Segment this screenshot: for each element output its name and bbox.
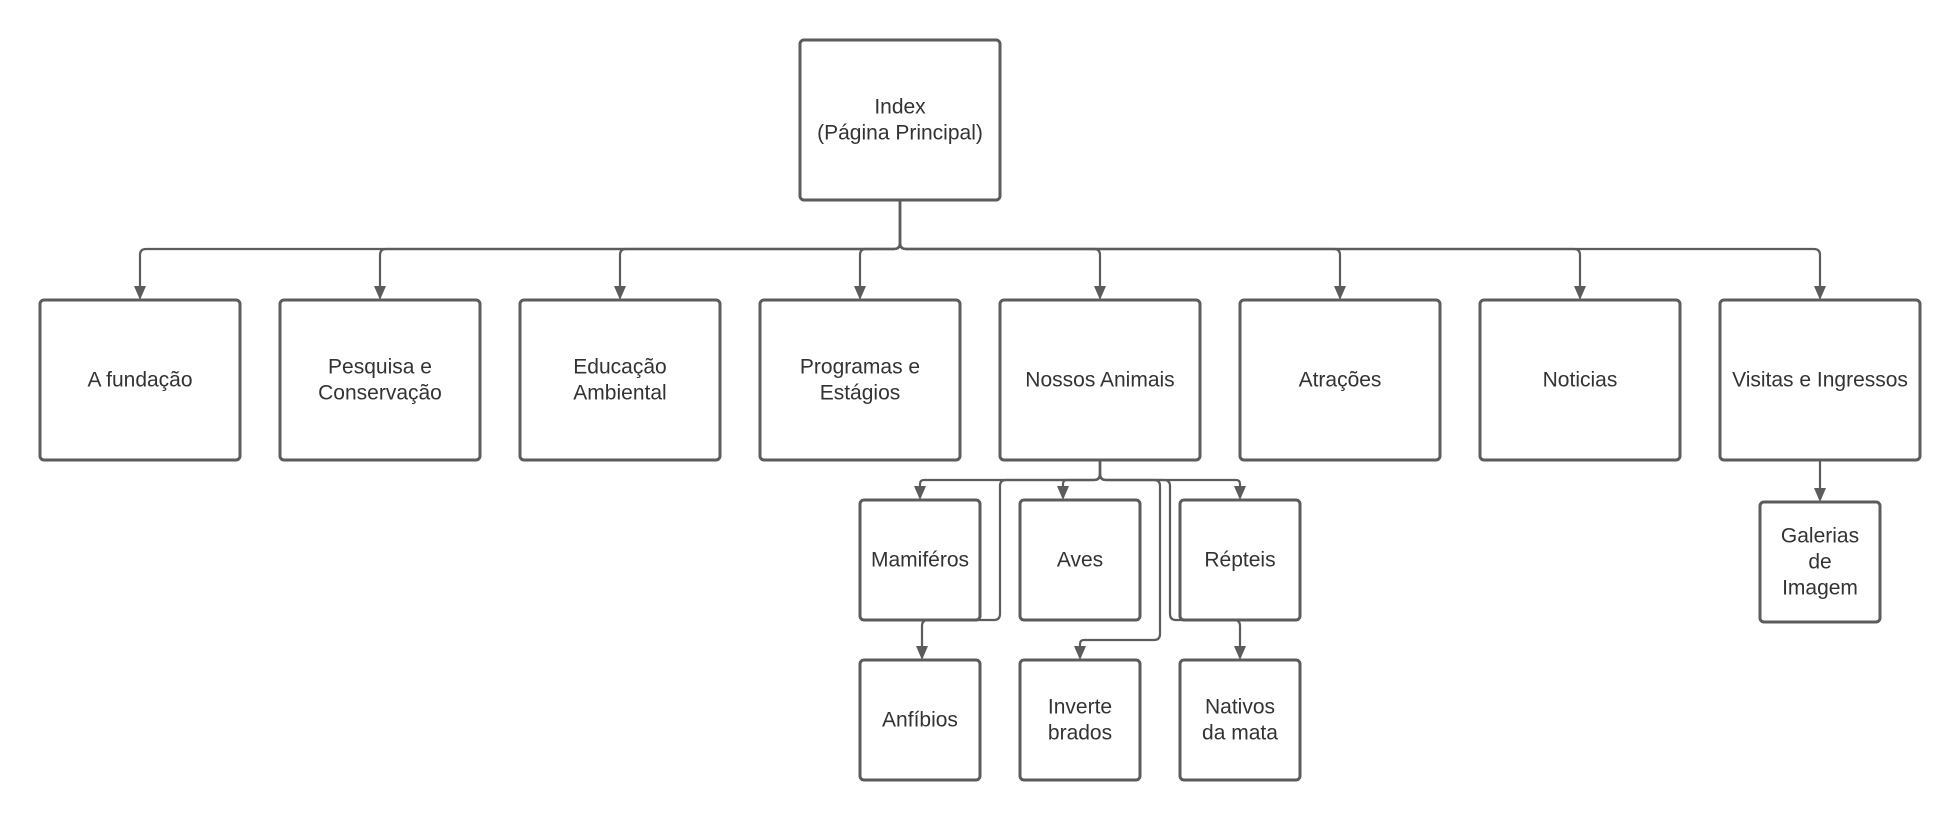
- node-label-programas: Programas e: [800, 356, 920, 379]
- node-label-educacao: Educação: [573, 356, 666, 379]
- arrowhead-animais-to-mamiferos: [914, 486, 926, 500]
- nodes: Index (Página Principal) A fundação Pesquis…: [38, 38, 1922, 782]
- node-label-invertebrados: brados: [1048, 722, 1112, 745]
- node-box-anfibios: [858, 658, 982, 782]
- connector-animais-to-aves: [1061, 460, 1102, 488]
- node-nativos: Nativos da mata: [1178, 658, 1302, 782]
- node-box-atracoes: [1238, 298, 1442, 462]
- arrowhead-animais-to-repteis: [1234, 486, 1246, 500]
- arrowhead-index-to-pesquisa: [374, 286, 386, 300]
- connector-index-to-programas: [858, 200, 902, 288]
- node-label-nativos: da mata: [1202, 722, 1278, 745]
- node-label-galerias: Galerias: [1781, 525, 1859, 548]
- arrowhead-animais-to-invertebrados: [1074, 646, 1086, 660]
- node-label-repteis: Répteis: [1204, 549, 1275, 572]
- arrowhead-index-to-noticias: [1574, 286, 1586, 300]
- node-label-pesquisa: Pesquisa e: [328, 356, 432, 379]
- arrowhead-animais-to-anfibios: [916, 646, 928, 660]
- arrowhead-index-to-visitas: [1814, 286, 1826, 300]
- node-box-animais: [998, 298, 1202, 462]
- node-box-mamiferos: [858, 498, 982, 622]
- node-label-animais: Nossos Animais: [1025, 369, 1174, 392]
- connector-index-to-visitas: [898, 200, 1822, 288]
- arrowhead-index-to-educacao: [614, 286, 626, 300]
- node-box-educacao: [518, 298, 722, 462]
- node-box-pesquisa: [278, 298, 482, 462]
- node-box-noticias: [1478, 298, 1682, 462]
- connector-index-to-fundacao: [138, 200, 902, 288]
- node-box-fundacao: [38, 298, 242, 462]
- node-label-educacao: Ambiental: [573, 382, 666, 405]
- node-label-galerias: de: [1808, 551, 1831, 574]
- node-label-anfibios: Anfíbios: [882, 709, 958, 732]
- connector-index-to-animais: [898, 200, 1102, 288]
- node-label-aves: Aves: [1057, 549, 1103, 572]
- node-mamiferos: Mamiféros: [858, 498, 982, 622]
- node-box-galerias: [1758, 500, 1882, 624]
- node-label-noticias: Noticias: [1543, 369, 1618, 392]
- node-label-mamiferos: Mamiféros: [871, 549, 969, 572]
- arrowhead-visitas-to-galerias: [1814, 488, 1826, 502]
- node-index: Index (Página Principal): [798, 38, 1002, 202]
- node-label-nativos: Nativos: [1205, 696, 1275, 719]
- node-label-index: Index: [874, 96, 926, 119]
- node-visitas: Visitas e Ingressos: [1718, 298, 1922, 462]
- node-fundacao: A fundação: [38, 298, 242, 462]
- node-pesquisa: Pesquisa e Conservação: [278, 298, 482, 462]
- node-box-aves: [1018, 498, 1142, 622]
- node-atracoes: Atrações: [1238, 298, 1442, 462]
- node-noticias: Noticias: [1478, 298, 1682, 462]
- node-label-galerias: Imagem: [1782, 577, 1858, 600]
- node-anfibios: Anfíbios: [858, 658, 982, 782]
- arrowhead-animais-to-aves: [1057, 486, 1069, 500]
- node-label-programas: Estágios: [820, 382, 901, 405]
- connector-index-to-atracoes: [898, 200, 1342, 288]
- node-label-fundacao: A fundação: [87, 369, 192, 392]
- node-label-visitas: Visitas e Ingressos: [1732, 369, 1908, 392]
- node-animais: Nossos Animais: [998, 298, 1202, 462]
- arrowhead-animais-to-nativos: [1234, 646, 1246, 660]
- node-invertebrados: Inverte brados: [1018, 658, 1142, 782]
- node-box-nativos: [1178, 658, 1302, 782]
- arrowhead-index-to-atracoes: [1334, 286, 1346, 300]
- node-programas: Programas e Estágios: [758, 298, 962, 462]
- node-box-invertebrados: [1018, 658, 1142, 782]
- node-aves: Aves: [1018, 498, 1142, 622]
- node-box-repteis: [1178, 498, 1302, 622]
- node-label-index: (Página Principal): [817, 122, 983, 145]
- arrowhead-index-to-fundacao: [134, 286, 146, 300]
- connector-index-to-pesquisa: [378, 200, 902, 288]
- node-label-atracoes: Atrações: [1299, 369, 1382, 392]
- node-box-index: [798, 38, 1002, 202]
- node-box-visitas: [1718, 298, 1922, 462]
- node-box-programas: [758, 298, 962, 462]
- arrowhead-index-to-animais: [1094, 286, 1106, 300]
- connector-animais-to-mamiferos: [918, 460, 1102, 488]
- arrowhead-index-to-programas: [854, 286, 866, 300]
- connector-index-to-educacao: [618, 200, 902, 288]
- node-label-invertebrados: Inverte: [1048, 696, 1112, 719]
- connector-index-to-noticias: [898, 200, 1582, 288]
- node-repteis: Répteis: [1178, 498, 1302, 622]
- node-label-pesquisa: Conservação: [318, 382, 442, 405]
